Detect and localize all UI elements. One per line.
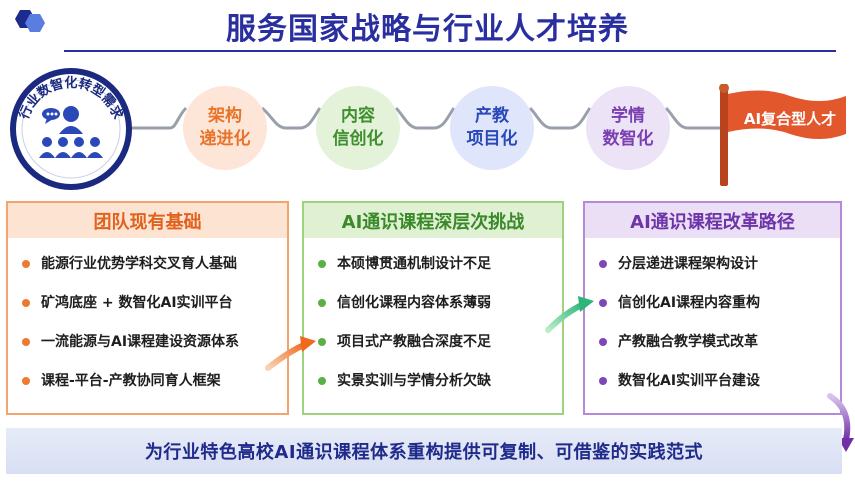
panel-title: 团队现有基础 [8,203,287,238]
list-item: 产教融合教学模式改革 [585,329,840,368]
stage-line1: 学情 [611,106,645,126]
list-item: 项目式产教融合深度不足 [304,329,562,368]
list-item: 本硕博贯通机制设计不足 [304,251,562,290]
list-item: 能源行业优势学科交叉育人基础 [8,251,287,290]
stage-architecture: 架构递进化 [183,86,267,170]
stage-line2: 数智化 [602,129,654,149]
stage-line2: 项目化 [466,129,518,149]
panel-reform-path: AI通识课程改革路径 分层递进课程架构设计 信创化AI课程内容重构 产教融合教学… [583,201,842,415]
stage-line1: 架构 [208,106,242,126]
title-rule [64,50,836,52]
list-item: 一流能源与AI课程建设资源体系 [8,329,287,368]
stage-content: 内容信创化 [316,86,400,170]
panel-challenges: AI通识课程深层次挑战 本硕博贯通机制设计不足 信创化课程内容体系薄弱 项目式产… [302,201,564,415]
goal-label: AI复合型人才 [743,110,837,128]
stage-line1: 产教 [475,106,509,126]
footer-banner: 为行业特色高校AI通识课程体系重构提供可复制、可借鉴的实践范式 [6,428,842,474]
people-group-icon [39,106,103,158]
panel-title: AI通识课程深层次挑战 [304,203,562,238]
panel-team-foundation: 团队现有基础 能源行业优势学科交叉育人基础 矿鸿底座 + 数智化AI实训平台 一… [6,201,289,415]
stage-line1: 内容 [341,106,375,126]
list-item: 实景实训与学情分析欠缺 [304,368,562,407]
page-title: 服务国家战略与行业人才培养 [226,12,629,47]
stage-line2: 信创化 [332,129,384,149]
list-item: 信创化课程内容体系薄弱 [304,290,562,329]
stage-learning-analytics: 学情数智化 [586,86,670,170]
list-item: 数智化AI实训平台建设 [585,368,840,407]
stage-industry-education: 产教项目化 [450,86,534,170]
list-item: 课程-平台-产教协同育人框架 [8,368,287,407]
flag-icon [719,84,846,186]
list-item: 矿鸿底座 + 数智化AI实训平台 [8,290,287,329]
list-item: 信创化AI课程内容重构 [585,290,840,329]
list-item: 分层递进课程架构设计 [585,251,840,290]
hexagon-logo-icon [15,10,45,32]
panel-title: AI通识课程改革路径 [585,203,840,238]
stage-line2: 递进化 [199,129,251,149]
